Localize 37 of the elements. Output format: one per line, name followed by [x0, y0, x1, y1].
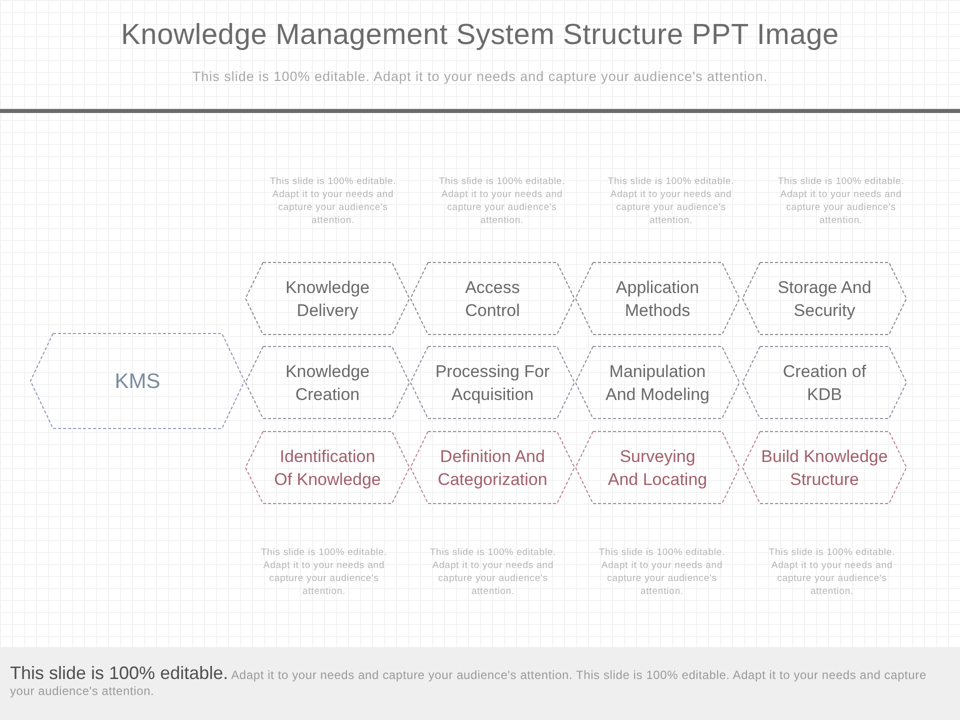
node-label: Manipulation And Modeling [604, 360, 710, 406]
node-label: KMS [114, 370, 162, 392]
note-text: This slide is 100% editable. Adapt it to your needs and capture your audience's attention. [428, 546, 558, 598]
hexagon-shape [410, 262, 575, 335]
node-label: Definition And Categorization [436, 446, 548, 490]
note-text: This slide is 100% editable. Adapt it to your needs and capture your audience's attention. [268, 175, 398, 227]
hexagon-shape [410, 431, 575, 504]
footer-text: This slide is 100% editable. Adapt it to your needs and capture your audience's attention. This slide is 100% editable. Adapt it to your needs and capture your audience's attention. [10, 665, 928, 699]
node-label: Knowledge Creation [284, 360, 371, 406]
node-label: Application Methods [614, 276, 700, 322]
hexagon-shape [30, 333, 245, 429]
note-text: This slide is 100% editable. Adapt it to your needs and capture your audience's attention. [260, 546, 388, 598]
note-text: This slide is 100% editable. Adapt it to your needs and capture your audience's attention. [776, 175, 906, 227]
hexagon-shape [245, 431, 410, 504]
node-label: Knowledge Delivery [284, 276, 371, 322]
note-text: This slide is 100% editable. Adapt it to your needs and capture your audience's attention. [598, 546, 726, 598]
node-label: Access Control [464, 276, 521, 322]
node-label: Surveying And Locating [606, 446, 708, 490]
hexagon-shape [245, 262, 410, 335]
hexagon-shape [575, 431, 740, 504]
note-text: This slide is 100% editable. Adapt it to your needs and capture your audience's attention. [438, 175, 566, 227]
hexagon-shape [742, 262, 907, 335]
slide-title: Knowledge Management System Structure PPT Image [121, 18, 839, 52]
hexagon-shape [410, 346, 575, 419]
node-label: Identification Of Knowledge [273, 446, 382, 490]
hexagon-shape [742, 346, 907, 419]
hexagon-shape [245, 346, 410, 419]
node-label: Creation of KDB [782, 360, 868, 406]
note-text: This slide is 100% editable. Adapt it to your needs and capture your audience's attention. [768, 546, 896, 598]
node-label: Build Knowledge Structure [760, 446, 889, 490]
hexagon-shape [575, 346, 740, 419]
node-label: Storage And Security [776, 276, 872, 322]
hexagon-shape [742, 431, 907, 504]
subtitle-text: This slide is 100% editable. Adapt it to your needs and capture your audience's attention. [192, 69, 768, 85]
note-text: This slide is 100% editable. Adapt it to your needs and capture your audience's attention. [606, 175, 736, 227]
hexagon-shape [575, 262, 740, 335]
node-label: Processing For Acquisition [434, 360, 551, 406]
